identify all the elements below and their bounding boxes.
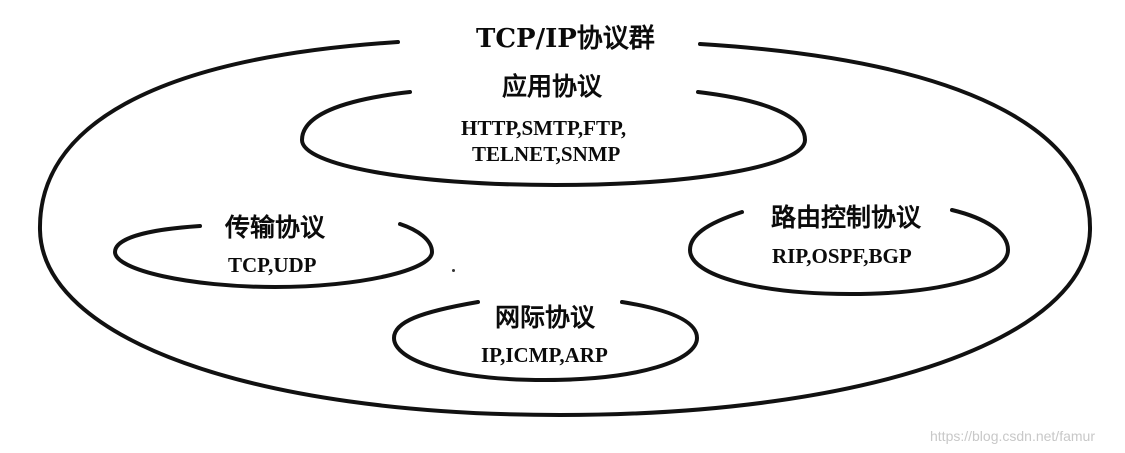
application-protocols-line1: HTTP,SMTP,FTP,: [461, 116, 627, 140]
transport-label: 传输协议: [225, 213, 326, 242]
internet-ellipse: [391, 300, 700, 383]
internet-protocols: IP,ICMP,ARP: [481, 343, 608, 367]
application-ellipse: [299, 90, 808, 188]
internet-label: 网际协议: [495, 303, 596, 332]
application-label: 应用协议: [502, 72, 603, 101]
application-protocols-line2: TELNET,SNMP: [472, 142, 621, 166]
routing-label: 路由控制协议: [771, 203, 922, 232]
transport-protocols: TCP,UDP: [228, 253, 317, 277]
stray-dot: [452, 269, 455, 272]
routing-ellipse: [687, 208, 1011, 297]
diagram-title: TCP/IP协议群: [476, 24, 655, 54]
outer-ellipse: [37, 40, 1093, 418]
routing-protocols: RIP,OSPF,BGP: [772, 244, 912, 268]
watermark-text: https://blog.csdn.net/famur: [930, 428, 1095, 444]
transport-ellipse: [112, 222, 435, 290]
